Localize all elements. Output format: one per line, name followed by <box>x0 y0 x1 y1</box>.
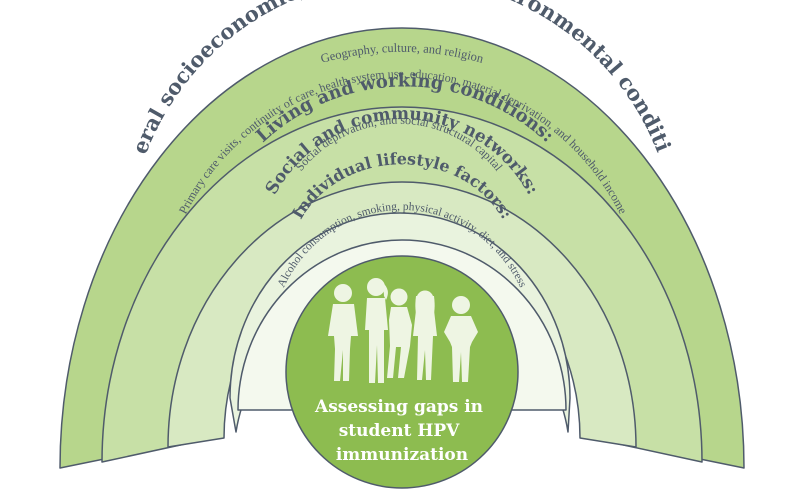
student-figure-4 <box>413 290 437 380</box>
student-figure-1 <box>328 284 358 381</box>
center-title-line-3: immunization <box>336 445 468 465</box>
student-figure-3 <box>387 288 412 378</box>
student-figure-2 <box>365 278 388 383</box>
center-title: Assessing gaps in student HPV immunizati… <box>314 397 489 465</box>
center-title-line-2: student HPV <box>339 421 460 441</box>
student-figure-5 <box>444 296 478 382</box>
students-silhouette-icon <box>328 278 478 383</box>
center-title-line-1: Assessing gaps in <box>314 397 483 417</box>
